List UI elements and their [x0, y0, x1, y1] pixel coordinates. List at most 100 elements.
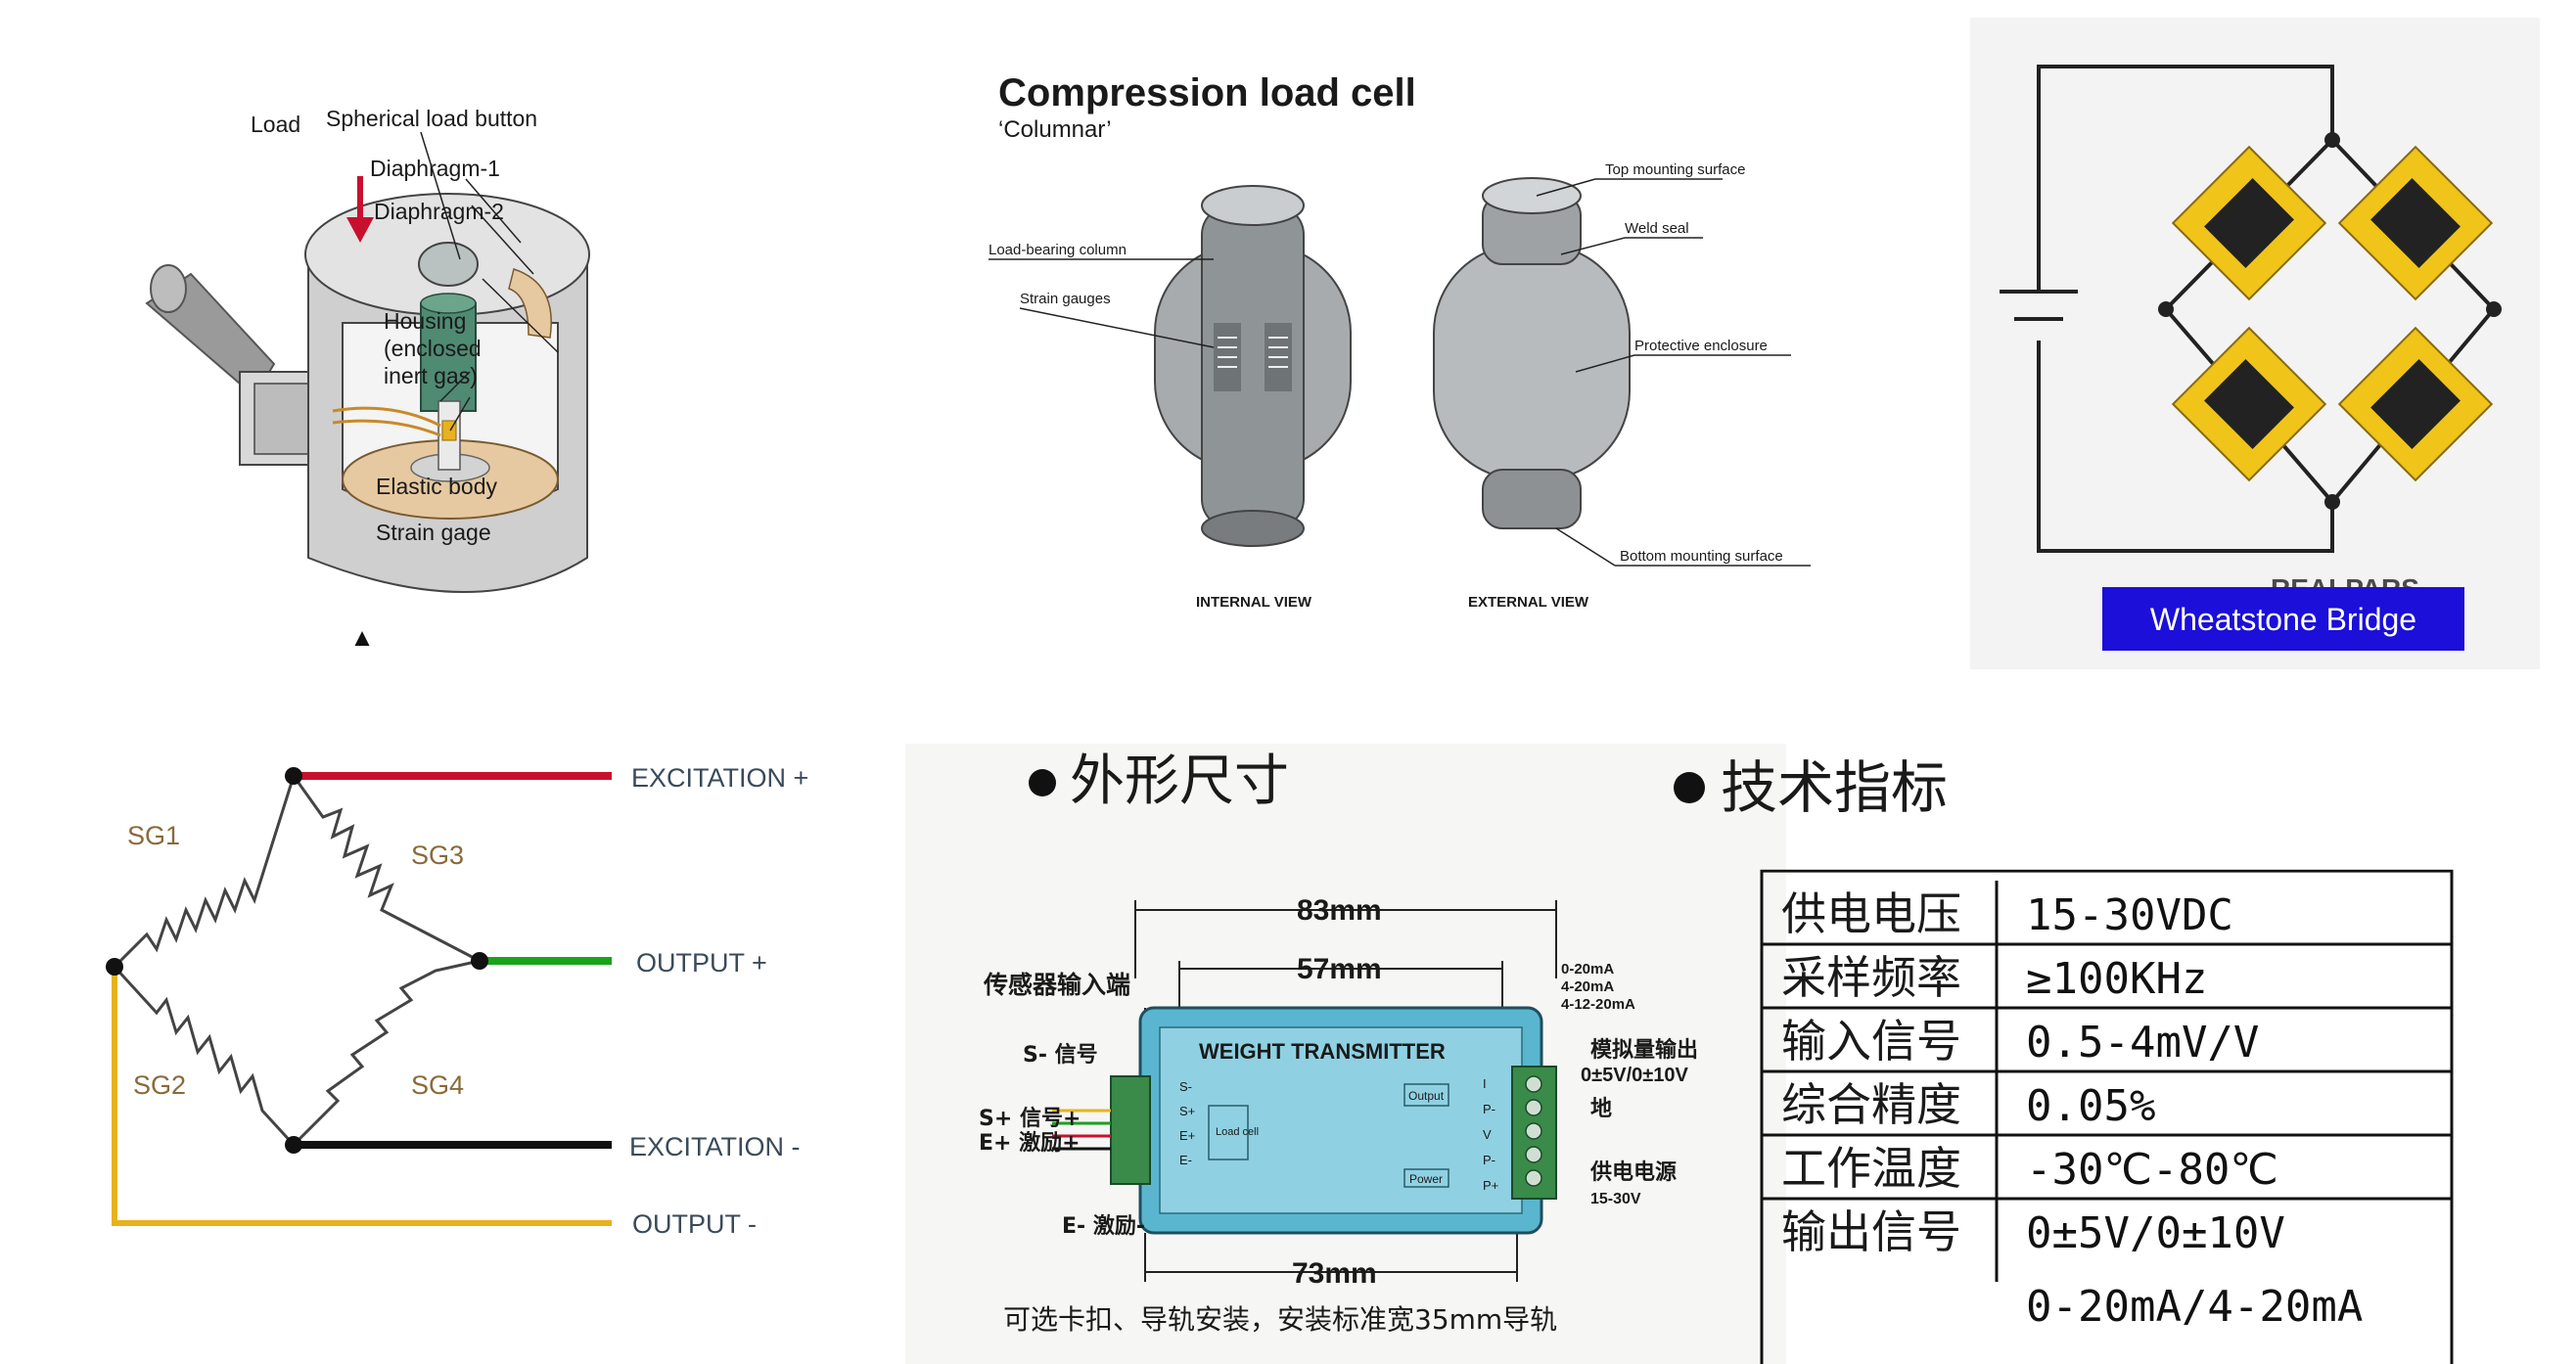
pin-e-plus: E+	[1179, 1128, 1195, 1143]
compression-subtitle: ‘Columnar’	[998, 116, 1112, 143]
spec-value-sampling-frequency: ≥100KHz	[2026, 954, 2207, 1004]
label-power-range: 15-30V	[1590, 1191, 1641, 1207]
label-sg2: SG2	[133, 1070, 186, 1100]
label-range-0-20ma: 0-20mA	[1561, 961, 1614, 978]
wheatstone-circuit-wires	[2037, 65, 2497, 553]
label-power-box: Power	[1409, 1172, 1443, 1186]
bridge-nodes	[2158, 132, 2502, 510]
label-weld-seal: Weld seal	[1625, 220, 1689, 237]
transmitter-dimensions-panel: 外形尺寸 83mm 57mm 73mm 40mm WEIGHT TRANSMIT…	[905, 744, 1786, 1364]
label-load-bearing-column: Load-bearing column	[989, 242, 1127, 258]
label-housing-inert-gas: inert gas)	[384, 363, 478, 388]
label-external-view: EXTERNAL VIEW	[1468, 594, 1589, 611]
bridge-junctions	[106, 767, 488, 1154]
label-bottom-mounting-surface: Bottom mounting surface	[1620, 548, 1783, 565]
cable	[145, 264, 276, 398]
strain-gauge-tiles	[2171, 145, 2494, 482]
specs-heading-bullet	[1674, 772, 1705, 803]
bridge-wiring-panel: SG1 SG3 SG2 SG4 EXCITATION + OUTPUT + EX…	[98, 744, 861, 1252]
spec-value-output-signal: 0±5V/0±10V	[2026, 1208, 2285, 1258]
transmitter-footer: 可选卡扣、导轨安装，安装标准宽35mm导轨	[1003, 1303, 1557, 1336]
label-ground: 地	[1590, 1097, 1612, 1121]
output-minus-wire	[112, 967, 612, 1226]
specs-table-rows: 供电电压 15-30VDC 采样频率 ≥100KHz 输入信号 0.5-4mV/…	[1781, 887, 2363, 1332]
spec-value-accuracy: 0.05%	[2026, 1081, 2155, 1131]
technical-specs-panel: 技术指标 供电电压 15-30VDC 采样频率 ≥100KHz 输入信号 0.5…	[1664, 744, 2545, 1364]
dimension-83mm: 83mm	[1297, 894, 1382, 927]
compression-load-cell-figure: Compression load cell ‘Columnar’ Load-be…	[989, 71, 1811, 611]
label-spherical-load-button: Spherical load button	[326, 106, 537, 131]
transmitter-heading: 外形尺寸	[1070, 750, 1289, 813]
pin-v: V	[1483, 1127, 1492, 1142]
battery-symbol	[2000, 290, 2078, 321]
load-cell-cutaway-figure: Load Spherical load button Diaphragm-1 D…	[145, 106, 590, 646]
internal-view-cylinder	[1154, 185, 1352, 547]
spec-label-output-signal: 输出信号	[1781, 1205, 1961, 1258]
label-e-plus: E+ 激励+	[979, 1130, 1081, 1156]
pin-p-plus: P+	[1483, 1178, 1498, 1193]
pin-p-minus-1: P-	[1483, 1102, 1495, 1116]
specs-heading: 技术指标	[1721, 754, 1948, 821]
spec-label-supply-voltage: 供电电压	[1781, 887, 1961, 940]
pin-p-minus-2: P-	[1483, 1153, 1495, 1167]
transmitter-dimensions-figure: 外形尺寸 83mm 57mm 73mm 40mm WEIGHT TRANSMIT…	[979, 750, 1698, 1336]
compression-title: Compression load cell	[998, 71, 1416, 114]
pin-i: I	[1483, 1076, 1487, 1091]
load-cell-cutaway-panel: Load Spherical load button Diaphragm-1 D…	[98, 78, 822, 646]
label-protective-enclosure: Protective enclosure	[1634, 338, 1768, 354]
label-load-cell: Load cell	[1216, 1126, 1259, 1138]
label-power-supply: 供电电源	[1589, 1159, 1677, 1185]
wheatstone-badge	[2102, 587, 2464, 651]
external-view-cylinder	[1433, 177, 1631, 529]
label-excitation-minus: EXCITATION -	[629, 1132, 801, 1161]
label-analog-output: 模拟量输出	[1590, 1037, 1698, 1063]
dimension-57mm: 57mm	[1297, 953, 1382, 985]
heading-bullet	[1029, 769, 1056, 796]
label-strain-gauges: Strain gauges	[1020, 291, 1111, 307]
label-sg1: SG1	[127, 821, 180, 850]
right-pin-labels: I P- V P- P+	[1483, 1076, 1498, 1193]
left-pin-labels: S- S+ E+ E-	[1179, 1079, 1195, 1167]
label-load: Load	[251, 112, 300, 137]
label-e-minus: E- 激励-	[1062, 1213, 1145, 1239]
label-excitation-plus: EXCITATION +	[631, 763, 808, 793]
label-sensor-input: 传感器输入端	[983, 971, 1130, 999]
wheatstone-bridge-figure: REALPARS Wheatstone Bridge	[2000, 65, 2502, 651]
spec-label-sampling-frequency: 采样频率	[1781, 951, 1961, 1004]
label-housing: Housing	[384, 308, 466, 334]
spec-value-operating-temperature: -30℃-80℃	[2026, 1145, 2278, 1195]
label-top-mounting-surface: Top mounting surface	[1605, 161, 1745, 178]
label-s-minus: S- 信号	[1023, 1042, 1098, 1068]
spec-value-supply-voltage: 15-30VDC	[2026, 890, 2233, 940]
label-s-plus: S+ 信号+	[979, 1106, 1081, 1131]
label-sg4: SG4	[411, 1070, 464, 1100]
spec-label-operating-temperature: 工作温度	[1781, 1142, 1961, 1195]
spec-label-input-signal: 输入信号	[1781, 1015, 1961, 1068]
label-range-4-12-20ma: 4-12-20mA	[1561, 996, 1635, 1013]
spec-value-output-signal-current: 0-20mA/4-20mA	[2026, 1282, 2363, 1332]
left-terminal-block	[1110, 1075, 1151, 1185]
bridge-wiring-figure: SG1 SG3 SG2 SG4 EXCITATION + OUTPUT + EX…	[106, 763, 808, 1239]
spherical-load-button	[418, 242, 479, 287]
label-output-plus: OUTPUT +	[636, 948, 767, 978]
compression-load-cell-panel: Compression load cell ‘Columnar’ Load-be…	[969, 59, 1830, 626]
label-analog-range: 0±5V/0±10V	[1581, 1065, 1688, 1086]
spec-value-input-signal: 0.5-4mV/V	[2026, 1018, 2259, 1068]
device-label: WEIGHT TRANSMITTER	[1199, 1039, 1446, 1064]
label-elastic-body: Elastic body	[376, 474, 498, 499]
label-strain-gage: Strain gage	[376, 520, 491, 545]
dimension-73mm: 73mm	[1292, 1257, 1377, 1290]
resistor-bridge	[113, 775, 481, 1147]
label-diaphragm-2: Diaphragm-2	[374, 199, 504, 224]
pin-e-minus: E-	[1179, 1153, 1192, 1167]
diaphragm-2	[508, 268, 552, 339]
label-diaphragm-1: Diaphragm-1	[370, 156, 500, 181]
label-internal-view: INTERNAL VIEW	[1196, 594, 1312, 611]
label-range-4-20ma: 4-20mA	[1561, 978, 1614, 995]
spec-label-accuracy: 综合精度	[1781, 1078, 1961, 1131]
label-output-minus: OUTPUT -	[632, 1209, 757, 1239]
pin-s-minus: S-	[1179, 1079, 1192, 1094]
pin-s-plus: S+	[1179, 1104, 1195, 1118]
label-sg3: SG3	[411, 841, 464, 870]
label-housing-enclosed: (enclosed	[384, 336, 482, 361]
